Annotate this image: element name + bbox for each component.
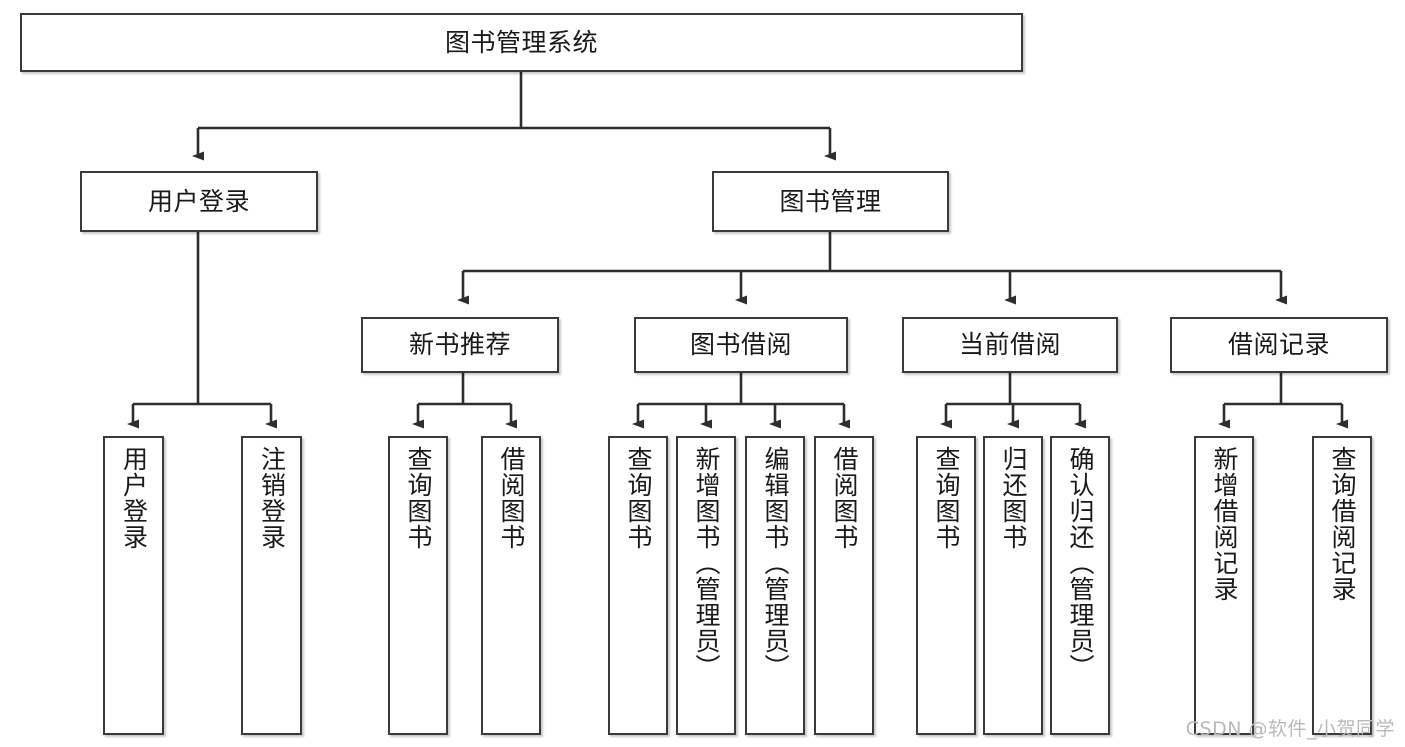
leaf-borrow-record-0[interactable]: 新增借阅记录: [1194, 436, 1254, 735]
node-root[interactable]: 图书管理系统: [20, 13, 1023, 72]
leaf-book-borrow-2-label: 编辑图书（管理员）: [761, 446, 790, 680]
node-current-borrow-label: 当前借阅: [958, 330, 1061, 360]
node-borrow-record-label: 借阅记录: [1227, 330, 1330, 360]
leaf-book-borrow-3-label: 借阅图书: [830, 446, 859, 550]
node-new-book-recommend[interactable]: 新书推荐: [361, 317, 559, 373]
leaf-new-book-0-label: 查询图书: [404, 446, 433, 550]
node-root-label: 图书管理系统: [444, 27, 598, 57]
leaf-current-borrow-0-label: 查询图书: [932, 446, 961, 550]
leaf-new-book-1[interactable]: 借阅图书: [481, 436, 541, 735]
leaf-book-borrow-1[interactable]: 新增图书（管理员）: [676, 436, 736, 735]
leaf-current-borrow-2-label: 确认归还（管理员）: [1066, 446, 1095, 680]
leaf-user-login-0[interactable]: 用户登录: [103, 436, 164, 735]
node-book-manage[interactable]: 图书管理: [712, 171, 949, 232]
leaf-user-login-1[interactable]: 注销登录: [241, 436, 302, 735]
node-user-login[interactable]: 用户登录: [80, 171, 318, 232]
leaf-user-login-1-label: 注销登录: [257, 446, 287, 550]
node-current-borrow[interactable]: 当前借阅: [902, 317, 1118, 373]
leaf-book-borrow-2[interactable]: 编辑图书（管理员）: [745, 436, 805, 735]
watermark-text: CSDN @软件_小贺同学: [1185, 718, 1395, 740]
leaf-borrow-record-1[interactable]: 查询借阅记录: [1312, 436, 1372, 735]
leaf-current-borrow-2[interactable]: 确认归还（管理员）: [1050, 436, 1110, 735]
node-book-borrow[interactable]: 图书借阅: [634, 317, 848, 373]
node-borrow-record[interactable]: 借阅记录: [1170, 317, 1388, 373]
leaf-borrow-record-1-label: 查询借阅记录: [1328, 446, 1357, 602]
leaf-current-borrow-1-label: 归还图书: [999, 446, 1028, 550]
leaf-book-borrow-0[interactable]: 查询图书: [608, 436, 668, 735]
leaf-new-book-0[interactable]: 查询图书: [388, 436, 448, 735]
leaf-borrow-record-0-label: 新增借阅记录: [1210, 446, 1239, 602]
node-book-borrow-label: 图书借阅: [689, 330, 792, 360]
leaf-book-borrow-0-label: 查询图书: [624, 446, 653, 550]
leaf-book-borrow-1-label: 新增图书（管理员）: [692, 446, 721, 680]
node-book-manage-label: 图书管理: [779, 186, 882, 216]
node-new-book-recommend-label: 新书推荐: [408, 330, 511, 360]
leaf-user-login-0-label: 用户登录: [119, 446, 149, 550]
node-user-login-label: 用户登录: [147, 186, 250, 216]
leaf-book-borrow-3[interactable]: 借阅图书: [814, 436, 874, 735]
leaf-current-borrow-0[interactable]: 查询图书: [916, 436, 976, 735]
leaf-current-borrow-1[interactable]: 归还图书: [983, 436, 1043, 735]
leaf-new-book-1-label: 借阅图书: [497, 446, 526, 550]
